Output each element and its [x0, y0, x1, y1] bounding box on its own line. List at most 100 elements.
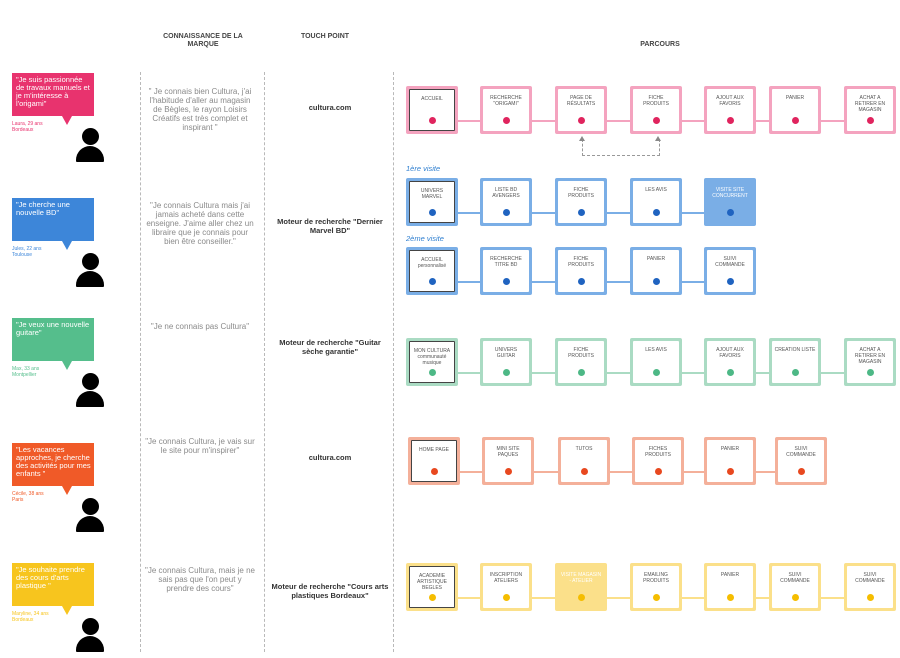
column-divider-2	[264, 72, 265, 652]
journey-step-text: PAGE DE RÉSULTATS	[566, 95, 596, 107]
journey-step-text: FICHE PRODUITS	[568, 256, 594, 268]
journey-connector-line	[434, 471, 801, 473]
touch-point-label: cultura.com	[308, 103, 352, 112]
journey-step-label: SUIVI COMMANDE	[847, 566, 893, 608]
journey-step-text: EMAILING PRODUITS	[643, 572, 669, 584]
journey-step-text: LES AVIS	[645, 187, 667, 193]
journey-step-card[interactable]: EMAILING PRODUITS	[630, 563, 682, 611]
journey-step-card[interactable]: PANIER	[704, 437, 756, 485]
journey-step-label: EMAILING PRODUITS	[633, 566, 679, 608]
journey-step-dot	[428, 369, 436, 376]
bubble-tail	[62, 361, 72, 370]
journey-step-dot	[726, 468, 734, 475]
journey-step-label: INSCRIPTION ATELIERS	[483, 566, 529, 608]
journey-step-card[interactable]: LES AVIS	[630, 178, 682, 226]
visit-label: 1ère visite	[406, 164, 441, 173]
bubble-tail	[62, 116, 72, 125]
journey-step-card[interactable]: AJOUT AUX FAVORIS	[704, 338, 756, 386]
journey-step-text: AJOUT AUX FAVORIS	[716, 347, 744, 359]
journey-step-dot	[577, 278, 585, 285]
journey-step-card[interactable]: ACHAT A RETIRER EN MAGASIN	[844, 338, 896, 386]
persona-quote-bubble: "Je cherche une nouvelle BD"	[12, 198, 94, 250]
journey-step-dot	[502, 278, 510, 285]
journey-step-label: PANIER	[707, 566, 753, 608]
journey-step-text: FICHE PRODUITS	[568, 347, 594, 359]
journey-step-card[interactable]: UNIVERS GUITAR	[480, 338, 532, 386]
journey-step-text: ACCUEIL personnalisé	[417, 257, 447, 269]
journey-step-card[interactable]: PANIER	[769, 86, 821, 134]
bubble-tail	[62, 486, 72, 495]
journey-step-card[interactable]: HOME PAGE	[408, 437, 460, 485]
journey-step-card[interactable]: FICHE PRODUITS	[630, 86, 682, 134]
journey-step-text: VISITE MAGASIN - ATELIER	[560, 572, 602, 584]
journey-step-card[interactable]: RECHERCHE TITRE BD	[480, 247, 532, 295]
journey-step-card[interactable]: LES AVIS	[630, 338, 682, 386]
journey-step-card[interactable]: RECHERCHE "ORIGAMI"	[480, 86, 532, 134]
journey-step-label: AJOUT AUX FAVORIS	[707, 89, 753, 131]
person-body	[76, 516, 104, 532]
journey-step-card[interactable]: SUIVI COMMANDE	[704, 247, 756, 295]
journey-step-card[interactable]: AJOUT AUX FAVORIS	[704, 86, 756, 134]
touch-point-label: Moteur de recherche "Cours arts plastiqu…	[271, 582, 389, 600]
journey-step-dot	[577, 117, 585, 124]
journey-step-card[interactable]: SUIVI COMMANDE	[844, 563, 896, 611]
touch-point-label: Moteur de recherche "Dernier Marvel BD"	[277, 217, 383, 235]
journey-step-text: PANIER	[646, 256, 666, 262]
journey-step-dot	[726, 278, 734, 285]
journey-step-text: PANIER	[720, 446, 740, 452]
journey-step-dot	[866, 594, 874, 601]
journey-step-card[interactable]: ACCUEIL	[406, 86, 458, 134]
journey-step-card[interactable]: FICHE PRODUITS	[555, 178, 607, 226]
journey-step-card[interactable]: FICHE PRODUITS	[555, 338, 607, 386]
journey-step-label: AJOUT AUX FAVORIS	[707, 341, 753, 383]
journey-step-card[interactable]: SUIVI COMMANDE	[775, 437, 827, 485]
journey-step-dot	[502, 594, 510, 601]
journey-step-label: RECHERCHE "ORIGAMI"	[483, 89, 529, 131]
journey-step-dot	[652, 209, 660, 216]
journey-step-card[interactable]: MON CULTURA communauté musique	[406, 338, 458, 386]
journey-step-dot	[428, 594, 436, 601]
journey-step-card[interactable]: ACADEMIE ARTISTIQUE BEGLES	[406, 563, 458, 611]
persona-quote-bubble: "Les vacances approches, je cherche des …	[12, 443, 94, 495]
journey-step-dot	[791, 117, 799, 124]
journey-step-card[interactable]: ACCUEIL personnalisé	[406, 247, 458, 295]
journey-step-label: PANIER	[707, 440, 753, 482]
journey-step-card[interactable]: PANIER	[704, 563, 756, 611]
persona-city: Toulouse	[12, 252, 33, 258]
journey-step-card[interactable]: SUIVI COMMANDE	[769, 563, 821, 611]
bubble-tail	[62, 606, 72, 615]
journey-step-card[interactable]: MINI SITE PAQUES	[482, 437, 534, 485]
journey-step-label: MINI SITE PAQUES	[485, 440, 531, 482]
persona-quote-bubble: "Je souhaite prendre des cours d'arts pl…	[12, 563, 94, 615]
journey-step-card[interactable]: FICHE PRODUITS	[555, 247, 607, 295]
journey-step-card[interactable]: UNIVERS MARVEL	[406, 178, 458, 226]
journey-step-card[interactable]: LISTE BD AVENGERS	[480, 178, 532, 226]
journey-step-card[interactable]: TUTOS	[558, 437, 610, 485]
person-head	[82, 373, 99, 390]
journey-step-label: PANIER	[633, 250, 679, 292]
journey-step-text: HOME PAGE	[419, 447, 449, 453]
journey-step-text: AJOUT AUX FAVORIS	[716, 95, 744, 107]
brand-knowledge-quote: "Je connais Cultura, je vais sur le site…	[145, 437, 255, 455]
journey-step-dot	[652, 278, 660, 285]
journey-step-dot	[866, 117, 874, 124]
journey-step-card[interactable]: ACHAT A RETIRER EN MAGASIN	[844, 86, 896, 134]
persona-city: Montpellier	[12, 372, 37, 378]
journey-step-card[interactable]: VISITE SITE CONCURRENT	[704, 178, 756, 226]
journey-step-card[interactable]: PANIER	[630, 247, 682, 295]
person-head	[82, 253, 99, 270]
journey-step-card[interactable]: FICHES PRODUITS	[632, 437, 684, 485]
journey-step-card[interactable]: PAGE DE RÉSULTATS	[555, 86, 607, 134]
journey-step-card[interactable]: CREATION LISTE	[769, 338, 821, 386]
journey-step-label: RECHERCHE TITRE BD	[483, 250, 529, 292]
person-body	[76, 636, 104, 652]
journey-step-card[interactable]: INSCRIPTION ATELIERS	[480, 563, 532, 611]
header-connaissance: CONNAISSANCE DE LA MARQUE	[163, 33, 243, 48]
journey-step-text: ACCUEIL	[421, 96, 443, 102]
journey-step-card[interactable]: VISITE MAGASIN - ATELIER	[555, 563, 607, 611]
persona-city: Paris	[12, 497, 24, 503]
journey-step-label: CREATION LISTE	[772, 341, 818, 383]
persona-name-age: Laura, 29 ans	[12, 121, 43, 127]
